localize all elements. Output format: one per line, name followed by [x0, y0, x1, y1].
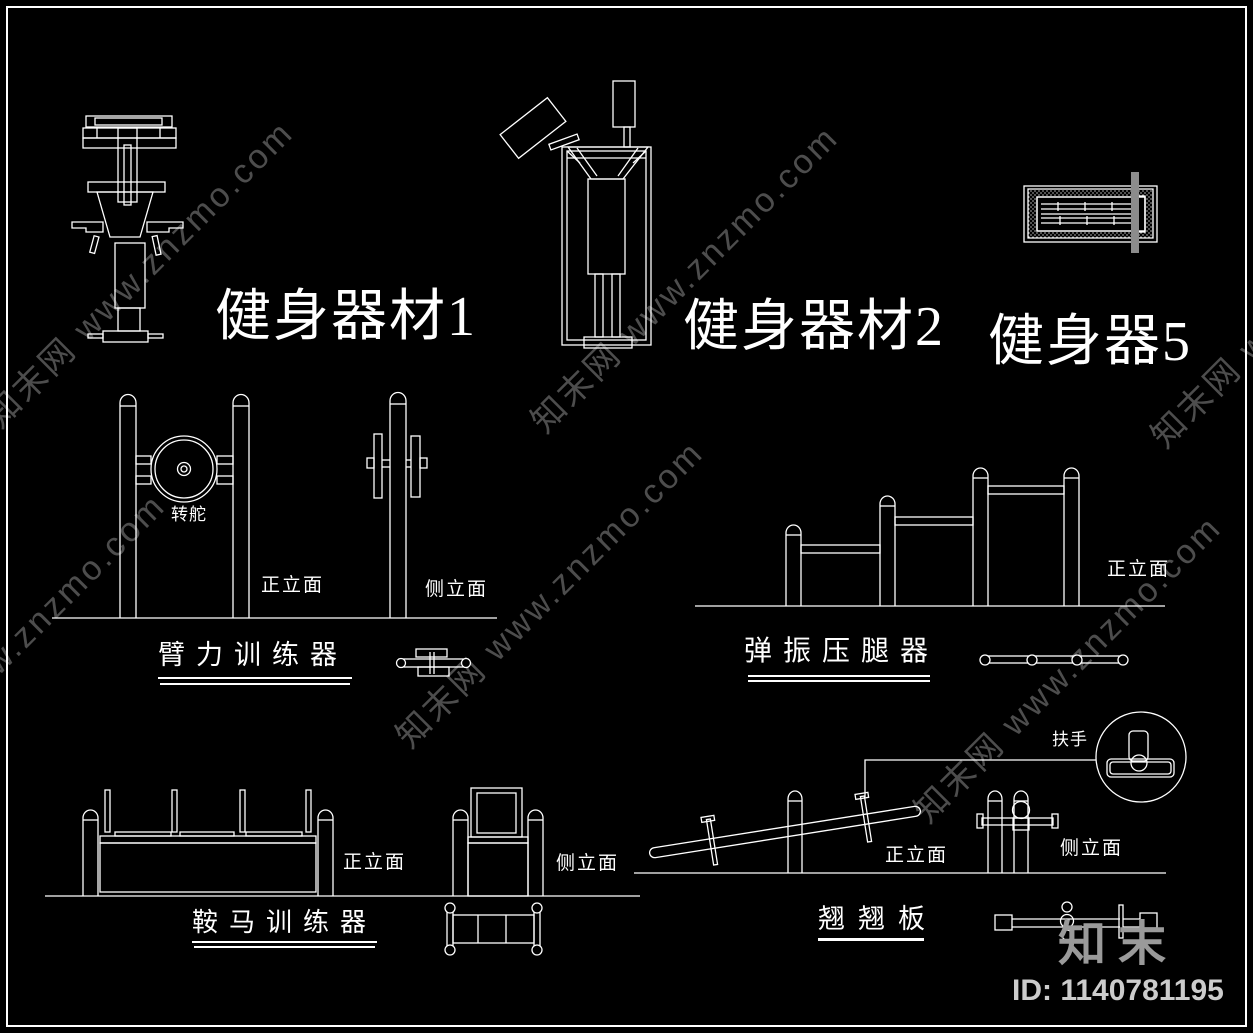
seesaw-handle-label: 扶手	[1052, 730, 1088, 749]
leg-press-front-label: 正立面	[1107, 559, 1171, 580]
seesaw-front-view	[634, 759, 1166, 874]
leg-press-title: 弹振压腿器	[744, 636, 940, 667]
arm-trainer-front-label: 正立面	[261, 575, 325, 596]
seesaw-side-label: 侧立面	[1060, 838, 1124, 859]
arm-trainer-side-view	[366, 391, 428, 618]
seesaw-title-underline	[818, 938, 924, 941]
arm-trainer-side-label: 侧立面	[425, 579, 489, 600]
pommel-side-view	[452, 787, 544, 897]
pommel-title-underline	[194, 946, 375, 948]
arm-trainer-front-view	[52, 393, 497, 619]
equipment5-title: 健身器5	[988, 311, 1192, 373]
seesaw-top-view	[994, 901, 1158, 941]
pommel-front-view	[45, 789, 640, 897]
pommel-title: 鞍马训练器	[192, 908, 378, 937]
drawing-frame-border	[6, 6, 1247, 1027]
rudder-label: 转舵	[171, 505, 207, 524]
equipment2-title: 健身器材2	[683, 296, 945, 358]
znzmo-logo: 知末	[1058, 918, 1179, 971]
arm-trainer-title-underline	[160, 683, 350, 685]
arm-trainer-top-view	[395, 648, 472, 677]
leg-press-title-underline	[748, 675, 930, 677]
handle-leader-line	[864, 759, 1096, 797]
pommel-front-label: 正立面	[343, 852, 407, 873]
gray-post-bar	[1131, 172, 1139, 253]
equipment1-drawing	[71, 115, 184, 343]
leg-press-top-view	[979, 654, 1129, 666]
arm-trainer-title: 臂力训练器	[158, 640, 348, 670]
equipment5-drawing	[1023, 172, 1158, 253]
leg-press-title-underline	[748, 680, 930, 682]
seesaw-front-label: 正立面	[885, 845, 949, 866]
seesaw-handle-detail	[1095, 711, 1187, 803]
pommel-side-label: 侧立面	[556, 853, 620, 874]
pommel-title-underline	[192, 941, 377, 943]
equipment1-title: 健身器材1	[215, 286, 477, 348]
seesaw-title: 翘翘板	[818, 904, 938, 934]
seesaw-side-view	[976, 790, 1059, 873]
equipment2-drawing	[499, 80, 652, 349]
leg-press-front-view	[695, 467, 1165, 607]
arm-trainer-title-underline	[158, 677, 352, 679]
sheet-id-label: ID: 1140781195	[1012, 974, 1224, 1007]
pommel-top-view	[444, 902, 543, 956]
